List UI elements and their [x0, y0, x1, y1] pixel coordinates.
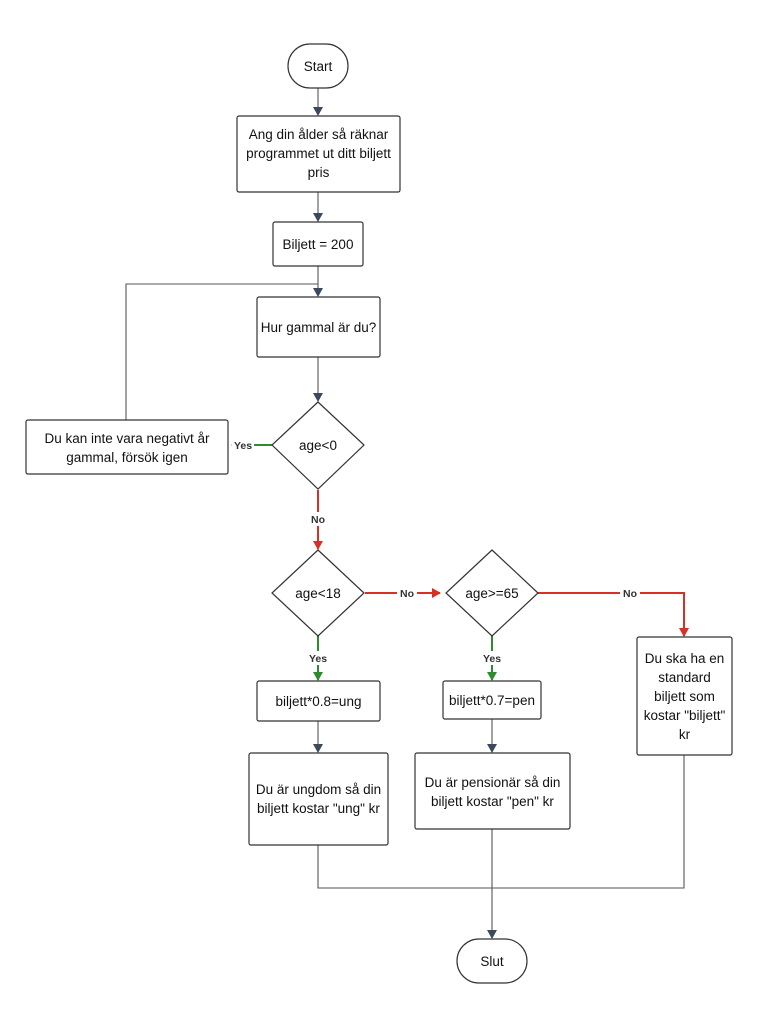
edge-label-no-senior: No [623, 588, 637, 600]
ask-node: Hur gammal är du? [256, 296, 381, 358]
out-young-line-2: biljett kostar "ung" kr [257, 801, 380, 816]
edge-label-yes-young: Yes [309, 653, 327, 665]
intro-node: Ang din ålder så räknar programmet ut di… [236, 115, 401, 193]
end-node: Slut [456, 938, 528, 984]
edge-label-yes-senior: Yes [483, 653, 501, 665]
calc-young-label: biljett*0.8=ung [276, 694, 362, 709]
intro-line-1: Ang din ålder så räknar [249, 127, 389, 142]
decision-young-label: age<18 [295, 586, 340, 601]
calc-senior-label: biljett*0.7=pen [449, 693, 535, 708]
init-label: Biljett = 200 [283, 237, 354, 252]
edge-label-yes-negative: Yes [234, 440, 252, 452]
error-line-2: gammal, försök igen [66, 450, 188, 465]
decision-senior-node: age>=65 [445, 549, 539, 637]
edge-standard-merge [492, 755, 685, 889]
error-node: Du kan inte vara negativt år gammal, för… [25, 419, 229, 475]
init-node: Biljett = 200 [272, 221, 364, 267]
out-senior-line-1: Du är pensionär så din [425, 775, 561, 790]
calc-young-node: biljett*0.8=ung [256, 680, 381, 722]
decision-negative-node: age<0 [271, 401, 365, 490]
standard-node: Du ska ha en standard biljett som kostar… [636, 636, 733, 756]
start-label: Start [304, 59, 333, 74]
out-senior-line-2: biljett kostar "pen" kr [431, 794, 554, 809]
intro-line-3: pris [308, 165, 330, 180]
edge-out-young-merge [317, 845, 492, 889]
standard-line-5: kr [679, 727, 691, 742]
decision-negative-label: age<0 [299, 438, 337, 453]
calc-senior-node: biljett*0.7=pen [442, 680, 542, 720]
out-young-line-1: Du är ungdom så din [256, 782, 381, 797]
edge-label-no-young: No [400, 588, 414, 600]
ask-label: Hur gammal är du? [261, 320, 377, 335]
decision-young-node: age<18 [271, 549, 365, 637]
error-line-1: Du kan inte vara negativt år [44, 431, 210, 446]
end-label: Slut [480, 954, 504, 969]
standard-line-1: Du ska ha en [645, 651, 725, 666]
edge-label-no-negative: No [311, 514, 325, 526]
decision-senior-label: age>=65 [465, 586, 518, 601]
out-young-node: Du är ungdom så din biljett kostar "ung"… [248, 752, 389, 846]
standard-line-3: biljett som [654, 689, 715, 704]
standard-line-2: standard [658, 670, 711, 685]
edge-senior-no [538, 592, 689, 637]
standard-line-4: kostar "biljett" [644, 708, 726, 723]
intro-line-2: programmet ut ditt biljett [246, 146, 391, 161]
start-node: Start [287, 43, 349, 89]
edge-error-loop-back [125, 283, 318, 420]
out-senior-node: Du är pensionär så din biljett kostar "p… [414, 752, 571, 830]
